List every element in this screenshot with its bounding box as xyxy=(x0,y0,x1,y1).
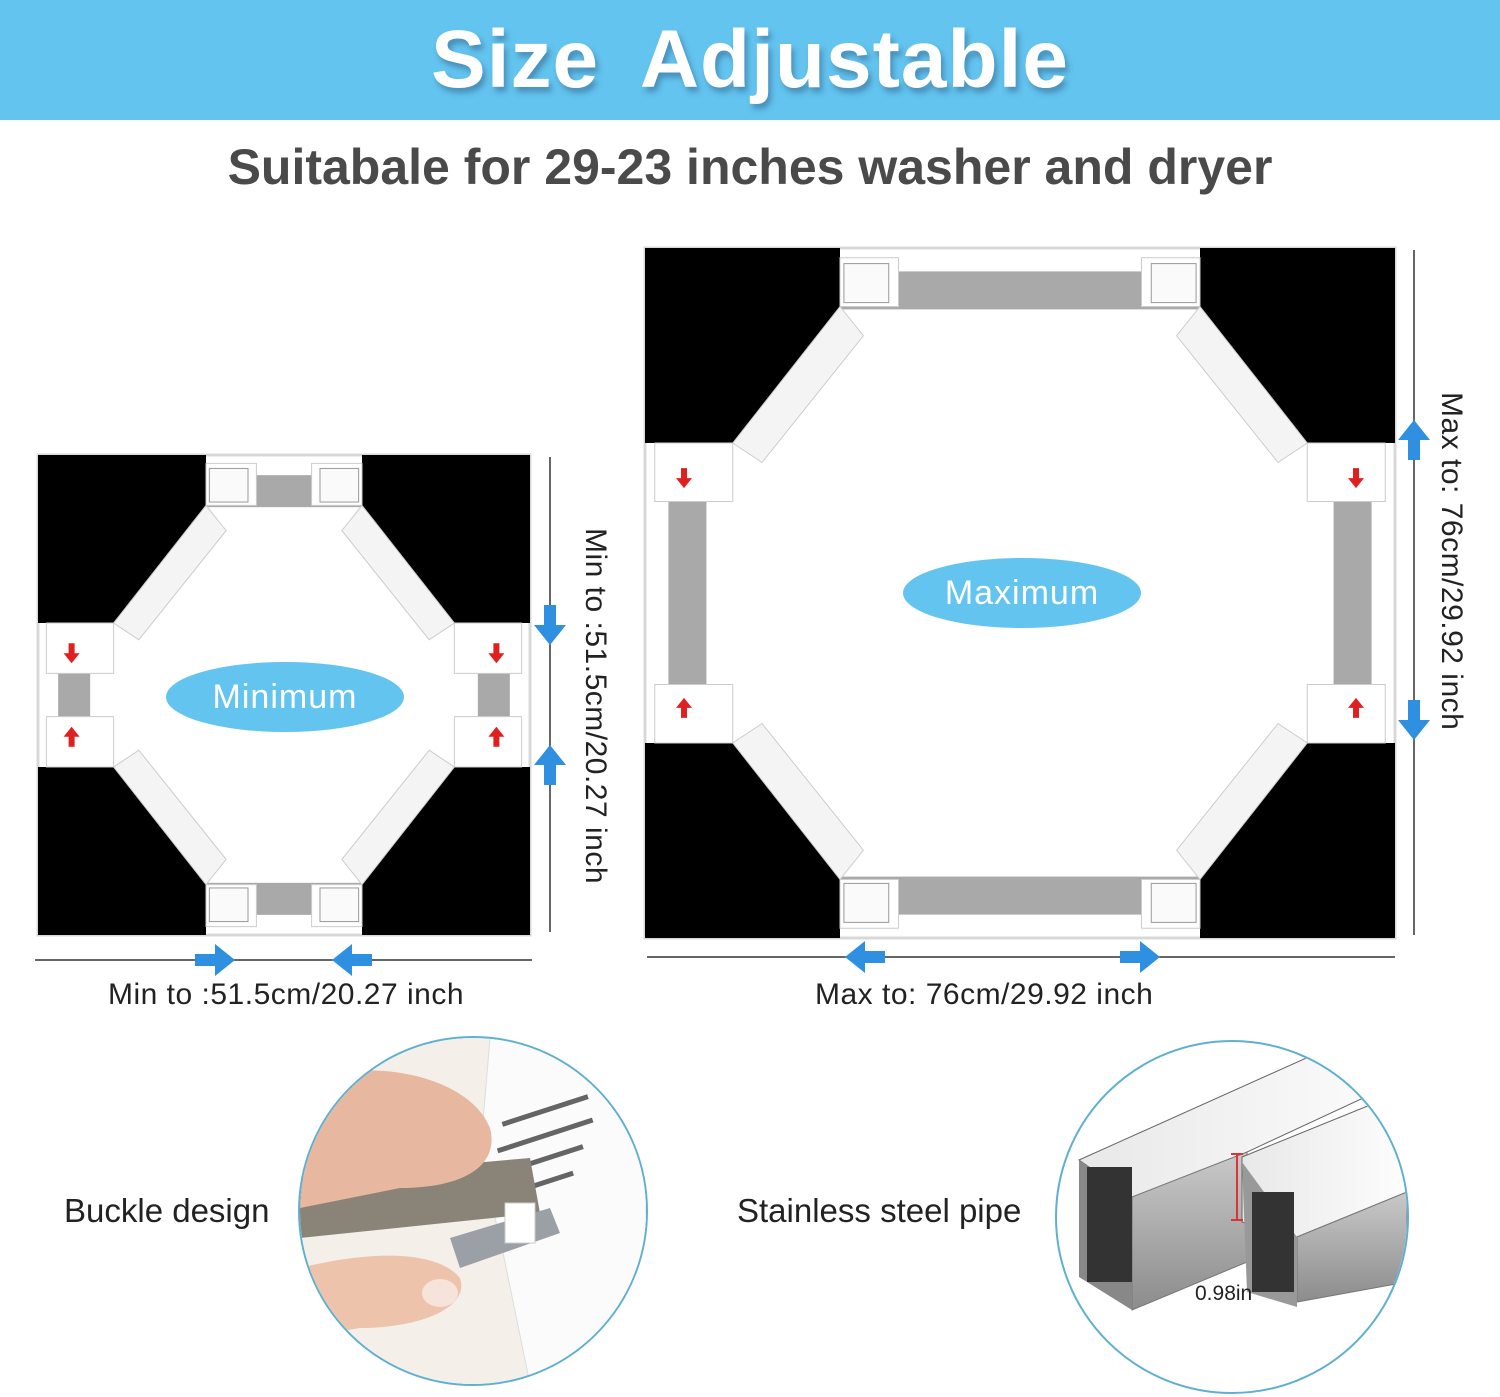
blue-arrow-icon xyxy=(845,941,885,973)
warning-sticker xyxy=(843,263,890,304)
corner-bracket xyxy=(45,622,115,674)
red-arrow-icon xyxy=(676,697,692,718)
pipe-photo xyxy=(1055,1040,1409,1394)
red-arrow-icon xyxy=(1348,697,1364,718)
stainless-steel-pipe-label: Stainless steel pipe xyxy=(737,1192,1022,1229)
steel-pipe xyxy=(1333,491,1372,695)
page-title: Size Adjustable xyxy=(431,14,1069,105)
steel-pipe xyxy=(840,271,1200,310)
buckle-photo xyxy=(298,1036,648,1386)
corner-bracket xyxy=(112,749,227,886)
corner-bracket xyxy=(1175,305,1308,464)
rubber-pad xyxy=(645,743,840,938)
corner-bracket xyxy=(732,305,865,464)
rubber-pad xyxy=(1200,743,1395,938)
warning-sticker xyxy=(1150,263,1197,304)
rubber-pad xyxy=(362,455,530,623)
warning-sticker xyxy=(208,887,249,923)
pipe-illustration xyxy=(1077,1042,1407,1311)
rubber-pad xyxy=(645,248,840,443)
rubber-pad xyxy=(1200,248,1395,443)
max-width-label: Max to: 76cm/29.92 inch xyxy=(815,978,1154,1011)
blue-arrow-icon xyxy=(534,605,566,645)
warning-sticker xyxy=(1150,882,1197,923)
corner-bracket xyxy=(654,684,734,744)
pipe-size-label: 0.98in xyxy=(1195,1282,1253,1305)
corner-bracket xyxy=(1306,684,1386,744)
blue-arrow-icon xyxy=(1120,941,1160,973)
corner-bracket xyxy=(112,504,227,641)
maximum-badge: Maximum xyxy=(903,558,1141,628)
corner-bracket xyxy=(732,722,865,881)
rubber-pad xyxy=(38,767,206,935)
warning-sticker xyxy=(208,467,249,503)
buckle-illustration xyxy=(300,1038,646,1384)
blue-arrow-icon xyxy=(1398,420,1430,460)
blue-arrow-icon xyxy=(534,745,566,785)
red-arrow-icon xyxy=(63,643,80,664)
corner-bracket xyxy=(453,622,523,674)
corner-bracket xyxy=(341,749,456,886)
red-arrow-icon xyxy=(676,468,692,489)
red-arrow-icon xyxy=(488,643,505,664)
min-depth-label: Min to :51.5cm/20.27 inch xyxy=(579,528,612,885)
corner-bracket xyxy=(45,716,115,768)
warning-sticker xyxy=(319,887,360,923)
corner-bracket xyxy=(654,442,734,502)
title-banner: Size Adjustable xyxy=(0,0,1500,120)
max-depth-label: Max to: 76cm/29.92 inch xyxy=(1435,392,1468,731)
blue-arrow-icon xyxy=(332,944,372,976)
corner-bracket xyxy=(1175,722,1308,881)
rubber-pad xyxy=(38,455,206,623)
steel-pipe xyxy=(668,491,707,695)
warning-sticker xyxy=(843,882,890,923)
blue-arrow-icon xyxy=(195,944,235,976)
red-arrow-icon xyxy=(488,726,505,747)
min-width-label: Min to :51.5cm/20.27 inch xyxy=(108,978,465,1011)
corner-bracket xyxy=(1306,442,1386,502)
steel-pipe xyxy=(840,876,1200,915)
warning-sticker xyxy=(319,467,360,503)
blue-arrow-icon xyxy=(1398,700,1430,740)
minimum-badge: Minimum xyxy=(166,662,404,732)
steel-pipe xyxy=(58,665,91,725)
rubber-pad xyxy=(362,767,530,935)
corner-bracket xyxy=(341,504,456,641)
red-arrow-icon xyxy=(63,726,80,747)
subtitle: Suitabale for 29-23 inches washer and dr… xyxy=(227,139,1273,195)
buckle-design-label: Buckle design xyxy=(64,1192,270,1229)
steel-pipe xyxy=(477,665,510,725)
corner-bracket xyxy=(453,716,523,768)
red-arrow-icon xyxy=(1348,468,1364,489)
